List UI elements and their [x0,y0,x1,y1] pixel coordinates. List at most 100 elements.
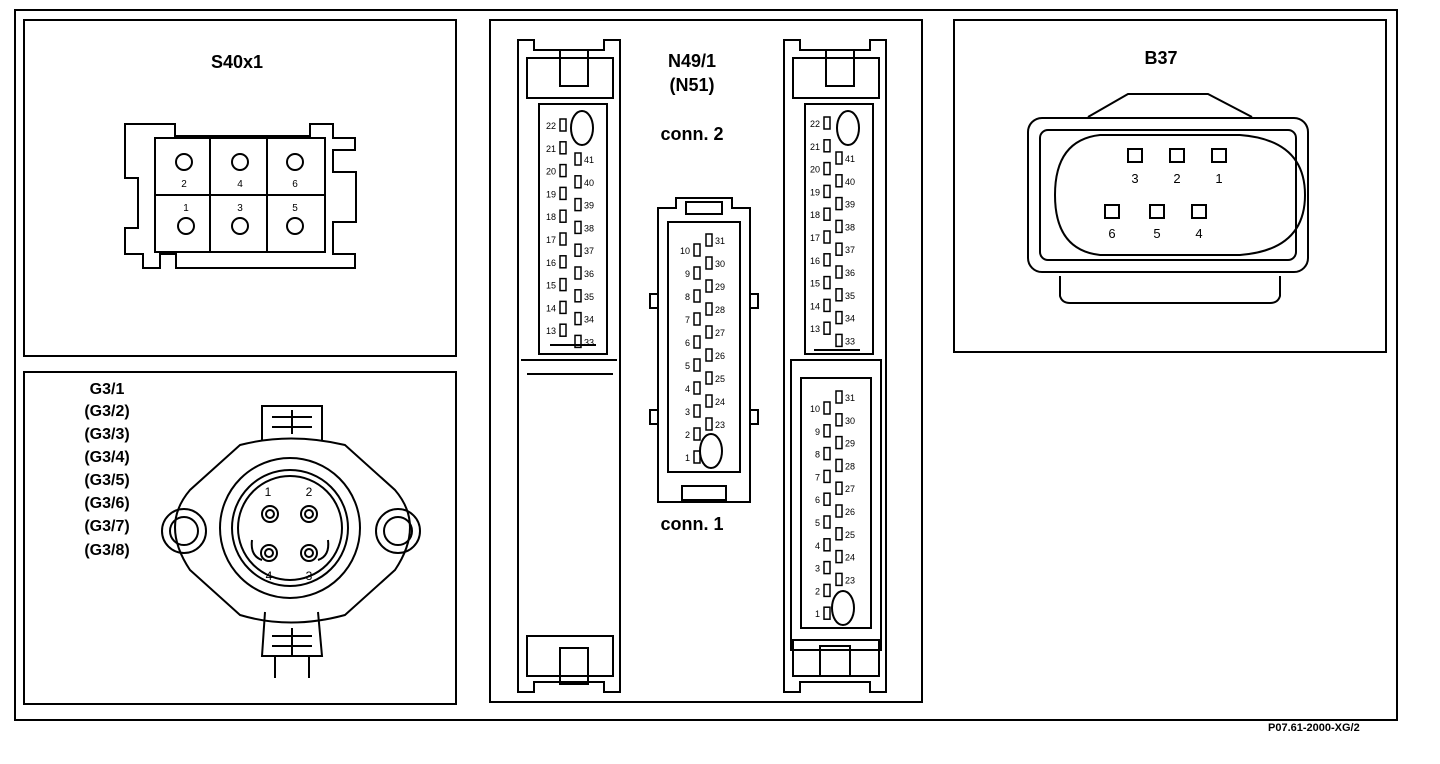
svg-text:24: 24 [715,397,725,407]
svg-text:14: 14 [810,301,820,311]
b37-connector [1027,93,1309,304]
n49-right-conn1-pin-10: 10 [810,401,831,415]
svg-text:20: 20 [810,165,820,175]
n49-left-conn2-pin-36: 36 [574,266,594,280]
svg-text:18: 18 [810,210,820,220]
b37-label-4: 4 [1195,226,1202,241]
g3-pin-label-3: 3 [306,569,313,583]
n49-right-conn1-pin-29: 29 [835,435,855,450]
g3-title-4: (G3/5) [84,472,129,489]
n49-conn1-pin-10: 10 [680,243,701,257]
n49-conn1-pin-7: 7 [685,312,701,326]
b37-pin-4 [1191,204,1207,219]
svg-text:39: 39 [584,201,594,211]
svg-text:29: 29 [845,439,855,449]
g3-pin-3 [300,544,318,562]
g3-sensor [161,405,421,678]
n49-conn1-pin-24: 24 [705,394,725,408]
n49-left-housing [517,39,621,693]
svg-text:1: 1 [685,453,690,463]
n49-right-conn1-pin-9: 9 [815,424,831,438]
s40x1-panel-frame [23,19,457,357]
n49-title: N49/1 [668,51,716,71]
n49-right-housing [783,39,887,693]
n49-conn1-pin-28: 28 [705,302,725,316]
b37-pin-5 [1149,204,1165,219]
svg-text:25: 25 [715,374,725,384]
svg-text:30: 30 [715,259,725,269]
b37-pin-1 [1211,148,1227,163]
n49-conn1-pin-23: 23 [705,417,725,431]
n49-right-conn1-pin-31: 31 [835,390,855,404]
b37-pin-2 [1169,148,1185,163]
svg-text:26: 26 [845,507,855,517]
svg-text:6: 6 [815,495,820,505]
g3-title-3: (G3/4) [84,449,129,466]
svg-text:16: 16 [546,258,556,268]
svg-text:5: 5 [685,361,690,371]
svg-text:30: 30 [845,416,855,426]
g3-pin-4 [260,544,278,562]
svg-text:39: 39 [845,200,855,210]
svg-text:15: 15 [546,281,556,291]
g3-title-5: (G3/6) [84,495,129,512]
n49-left-conn2-pin-39: 39 [574,197,594,212]
svg-text:26: 26 [715,351,725,361]
svg-text:15: 15 [810,279,820,289]
svg-text:22: 22 [810,119,820,129]
b37-label-1: 1 [1215,171,1222,186]
g3-title-6: (G3/7) [84,518,129,535]
n49-right-conn1-pin-4: 4 [815,538,831,552]
n49-left-conn2-pin-38: 38 [574,220,594,235]
n49-left-conn2-pin-40: 40 [574,175,594,189]
s40x1-pin-3 [231,217,249,235]
n49-conn1-pin-9: 9 [685,266,701,280]
svg-text:14: 14 [546,303,556,313]
n49-right-conn1-pin-2: 2 [815,583,831,598]
b37-panel-frame [953,19,1387,353]
svg-text:40: 40 [845,177,855,187]
n49-left-conn2-pin-18: 18 [546,209,567,223]
n49-left-conn2-pin-41: 41 [574,152,594,166]
b37-title: B37 [1144,48,1177,68]
b37-pin-6 [1104,204,1120,219]
svg-text:16: 16 [810,256,820,266]
n49-panel-frame [489,19,923,703]
n49-left-conn2-pin-16: 16 [546,255,567,269]
b37-pin-3 [1127,148,1143,163]
b37-label-6: 6 [1108,226,1115,241]
svg-text:21: 21 [546,144,556,154]
figure-reference: P07.61-2000-XG/2 [1268,722,1360,734]
g3-title-1: (G3/2) [84,403,129,420]
n49-right-conn1-pin-28: 28 [835,458,855,473]
n49-conn1-pin-5: 5 [685,358,701,372]
n49-right-conn2-pin-39: 39 [835,196,855,211]
svg-text:38: 38 [845,222,855,232]
n49-conn1-pin-31: 31 [705,233,725,247]
g3-mount-hole-right [375,508,421,554]
n49-right-conn2-pin-40: 40 [835,174,855,188]
g3-panel: G3/1 (G3/2) (G3/3) (G3/4) (G3/5) (G3/6) … [23,371,457,705]
s40x1-pin-2 [175,153,193,171]
svg-text:8: 8 [685,292,690,302]
n49-conn1-label: conn. 1 [660,514,723,534]
svg-text:19: 19 [810,187,820,197]
svg-text:18: 18 [546,212,556,222]
s40x1-label-4: 4 [237,179,243,190]
n49-right-conn2-pin-16: 16 [810,253,831,267]
n49-right-conn2-pin-17: 17 [810,230,831,244]
n49-conn1-pin-29: 29 [705,279,725,293]
svg-text:6: 6 [685,338,690,348]
n49-right-conn2-pin-41: 41 [835,151,855,165]
n49-right-conn1-pin-3: 3 [815,560,831,575]
svg-text:38: 38 [584,223,594,233]
n49-conn1-pin-27: 27 [705,325,725,339]
n49-left-conn2-pin-13: 13 [546,323,567,337]
n49-conn1-pin-3: 3 [685,404,701,418]
svg-text:31: 31 [715,236,725,246]
n49-right-conn2-pin-21: 21 [810,139,831,153]
g3-panel-frame [23,371,457,705]
n49-left-conn2-pin-19: 19 [546,186,567,201]
s40x1-panel: S40x1 2 4 6 1 3 5 [23,19,457,357]
